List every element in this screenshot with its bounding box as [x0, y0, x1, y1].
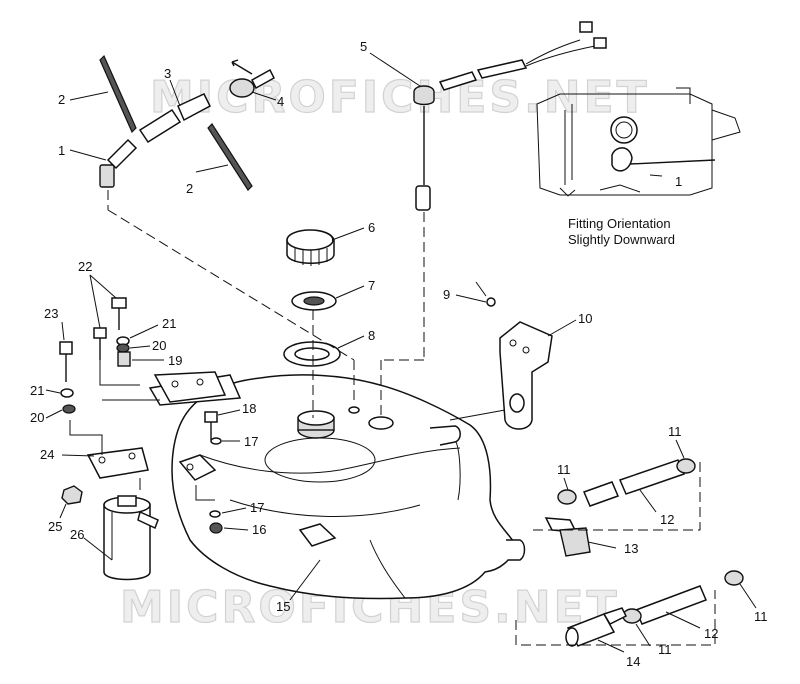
callout-14: 14 — [626, 654, 640, 669]
callout-1: 1 — [58, 143, 65, 158]
vent-hose — [138, 93, 211, 144]
leader-lines — [45, 52, 757, 653]
callout-3: 3 — [164, 66, 171, 81]
callout-16: 16 — [252, 522, 266, 537]
cap-gasket — [291, 291, 337, 311]
callout-18: 18 — [242, 401, 256, 416]
filter-bracket — [86, 447, 149, 479]
hose-route-lower — [515, 590, 716, 646]
bolt-22-lower — [93, 327, 107, 360]
inset-caption-line1: Fitting Orientation — [568, 216, 671, 231]
callout-2-upper: 2 — [58, 92, 65, 107]
fuel-tank — [148, 374, 526, 600]
callout-20-upper: 20 — [152, 338, 166, 353]
clamp-11-b — [676, 458, 696, 474]
hose-route-upper — [530, 462, 701, 531]
nut-25 — [61, 485, 83, 505]
inset-caption-line2: Slightly Downward — [568, 232, 675, 247]
clamp-11-a — [557, 489, 577, 505]
callout-11-d: 11 — [658, 642, 672, 657]
filler-ring — [283, 341, 341, 367]
bracket-leader — [449, 409, 506, 421]
callout-5: 5 — [360, 39, 367, 54]
callout-12-lower: 12 — [704, 626, 718, 641]
vent-line-b — [107, 209, 355, 361]
inline-filter-14 — [565, 607, 628, 647]
spacer-19 — [117, 351, 131, 367]
fitting-13 — [544, 517, 591, 557]
washer-17-upper — [210, 437, 222, 445]
washer-20-lower — [62, 404, 76, 414]
callout-25: 25 — [48, 519, 62, 534]
callout-15: 15 — [276, 599, 290, 614]
callout-11-b: 11 — [668, 424, 682, 439]
hose-clamp-lower — [207, 123, 253, 191]
callout-11-c: 11 — [754, 609, 768, 624]
washer-20-upper — [116, 343, 130, 353]
hardware-leader-1 — [99, 360, 140, 386]
rollover-valve — [229, 59, 275, 98]
inset-callout-1: 1 — [675, 174, 682, 189]
hose-clamp-upper — [99, 54, 137, 134]
callout-10: 10 — [578, 311, 592, 326]
callout-19: 19 — [168, 353, 182, 368]
clamp-11-d — [724, 570, 744, 586]
callout-12-upper: 12 — [660, 512, 674, 527]
callout-6: 6 — [368, 220, 375, 235]
callout-13: 13 — [624, 541, 638, 556]
hardware-leader-2 — [69, 420, 103, 455]
fuel-hose-12-lower — [635, 585, 707, 625]
fuel-level-sender — [380, 21, 607, 418]
watermark-top: MICROFICHES.NET — [150, 72, 650, 123]
washer-17-lower — [209, 510, 221, 518]
callout-4: 4 — [277, 94, 284, 109]
fuel-cap — [286, 229, 335, 266]
callout-17-lower: 17 — [250, 500, 264, 515]
inset-tank-view — [536, 87, 741, 197]
callout-23: 23 — [44, 306, 58, 321]
in-line-fuel-filter-26 — [103, 495, 159, 581]
callout-9: 9 — [443, 287, 450, 302]
mount-plate — [153, 371, 227, 403]
callout-24: 24 — [40, 447, 54, 462]
bolt-18 — [204, 411, 218, 440]
washer-21-lower — [60, 388, 74, 398]
strap-clip — [475, 281, 496, 307]
callout-8: 8 — [368, 328, 375, 343]
callout-20-lower: 20 — [30, 410, 44, 425]
hardware-leader-5 — [195, 485, 215, 501]
callout-7: 7 — [368, 278, 375, 293]
callout-2-lower: 2 — [186, 181, 193, 196]
bolt-22-upper — [111, 297, 127, 330]
callout-17-upper: 17 — [244, 434, 258, 449]
vent-elbow-fitting — [99, 138, 138, 188]
callout-22: 22 — [78, 259, 92, 274]
callout-26: 26 — [70, 527, 84, 542]
callout-11-a: 11 — [557, 462, 571, 477]
bolt-23 — [59, 341, 73, 382]
callout-21-lower: 21 — [30, 383, 44, 398]
callout-21-upper: 21 — [162, 316, 176, 331]
tank-bracket — [499, 321, 553, 430]
fuel-hose-12-upper — [582, 459, 686, 507]
nut-16 — [209, 522, 223, 534]
